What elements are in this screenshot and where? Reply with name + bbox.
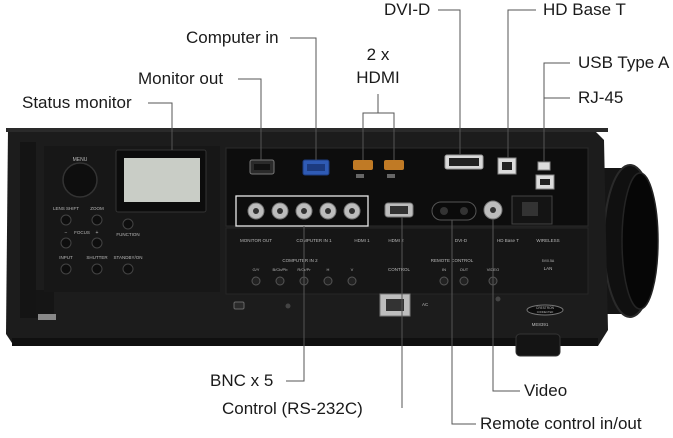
callout-dvi-d: DVI-D <box>384 0 431 19</box>
panel-v-label: V <box>351 267 354 272</box>
panel-control-label: CONTROL <box>388 267 410 272</box>
input-button <box>60 263 72 275</box>
panel-b-cb-pb-label: B/Cb/Pb <box>273 267 289 272</box>
leader-status-monitor <box>148 102 173 150</box>
panel-h-label: H <box>327 267 330 272</box>
leader-hd-base-t <box>507 9 536 158</box>
model-label: ME8391 <box>532 322 549 327</box>
bnc-highlight-box <box>235 195 369 227</box>
shutter-label: SHUTTER <box>86 255 108 260</box>
leader-bnc <box>286 226 305 382</box>
shutter-button <box>91 263 103 275</box>
bnc-connectors <box>247 202 361 220</box>
panel-hdmi-2-label: HDMI 2 <box>388 238 404 243</box>
zoom-button <box>91 214 103 226</box>
adjustable-foot <box>515 333 561 357</box>
panel-hdmi-1-label: HDMI 1 <box>354 238 370 243</box>
leader-video <box>492 219 520 392</box>
status-monitor-screen <box>124 158 200 202</box>
remote-control-ports <box>431 201 477 221</box>
input-label: INPUT <box>59 255 73 260</box>
panel-ac-label: AC <box>422 302 429 307</box>
callout-control-rs232c: Control (RS-232C) <box>222 399 363 418</box>
leader-computer-in <box>290 37 317 160</box>
standby-on-button <box>122 263 134 275</box>
leader-lines <box>148 9 570 425</box>
callout-bnc-x5: BNC x 5 <box>210 371 274 390</box>
standby-on-label: STANDBY/ON <box>114 255 143 260</box>
function-button <box>122 218 134 230</box>
crestron-label-1: CRESTRON <box>536 306 555 310</box>
panel-dvi-d-label: DVI-D <box>455 238 468 243</box>
menu-button <box>62 162 98 198</box>
callout-hdmi-line-1: 2 x <box>366 45 390 64</box>
panel-computer-in-1-label: COMPUTER IN 1 <box>296 238 332 243</box>
focus-minus-label: − <box>65 230 68 236</box>
focus-label: FOCUS <box>74 230 90 235</box>
panel-monitor-out-label: MONITOR OUT <box>240 238 272 243</box>
lens-shift-button <box>60 214 72 226</box>
panel-in-label: IN <box>442 267 446 272</box>
panel-g-y-label: G/Y <box>253 267 260 272</box>
lens <box>600 164 659 318</box>
callout-monitor-out: Monitor out <box>138 69 224 88</box>
callout-hdmi-line-2: HDMI <box>356 68 400 87</box>
panel-out-label: OUT <box>460 267 469 272</box>
callout-computer-in: Computer in <box>186 28 279 47</box>
hdmi-1-port <box>353 160 373 170</box>
zoom-label: ZOOM <box>90 206 104 211</box>
usb-type-a-port <box>537 161 551 171</box>
callout-hd-base-t: HD Base T <box>543 0 626 19</box>
callout-status-monitor: Status monitor <box>22 93 132 112</box>
panel-wireless-label: WIRELESS <box>536 238 559 243</box>
leader-hdmi-2 <box>378 112 395 160</box>
leader-dvi-d <box>438 9 461 155</box>
leader-remote-control <box>451 220 476 425</box>
panel-computer-in-2-label: COMPUTER IN 2 <box>282 258 318 263</box>
focus-plus-button <box>91 237 103 249</box>
panel-wireless-spec-label: 5V/0.5A <box>542 259 555 263</box>
function-label: FUNCTION <box>116 232 139 237</box>
crestron-label-2: CONNECTED <box>537 310 554 314</box>
focus-minus-button <box>60 237 72 249</box>
callout-video: Video <box>524 381 568 400</box>
callout-remote-control: Remote control in/out <box>480 414 642 433</box>
callout-rj45: RJ-45 <box>578 88 624 107</box>
lock-icon <box>233 301 245 310</box>
control-panel: MENU LENS SHIFT ZOOM − FOCUS + FUNCTION … <box>44 146 220 292</box>
panel-lan-label: LAN <box>544 266 553 271</box>
leader-monitor-out <box>238 78 262 160</box>
leader-hdmi-1 <box>362 94 379 160</box>
connector-panel: MONITOR OUT COMPUTER IN 1 HDMI 1 HDMI 2 … <box>225 147 589 295</box>
lower-panel: AC CRESTRON CONNECTED ME8391 <box>233 293 564 357</box>
hdmi-2-port <box>384 160 404 170</box>
callout-usb-type-a: USB Type A <box>578 53 670 72</box>
menu-label: MENU <box>73 157 88 163</box>
lens-shift-label: LENS SHIFT <box>53 206 79 211</box>
crestron-badge <box>526 304 564 316</box>
focus-plus-label: + <box>96 230 99 236</box>
leader-usb-type-a <box>543 62 570 162</box>
panel-hd-base-t-label: HD Base T <box>497 238 519 243</box>
